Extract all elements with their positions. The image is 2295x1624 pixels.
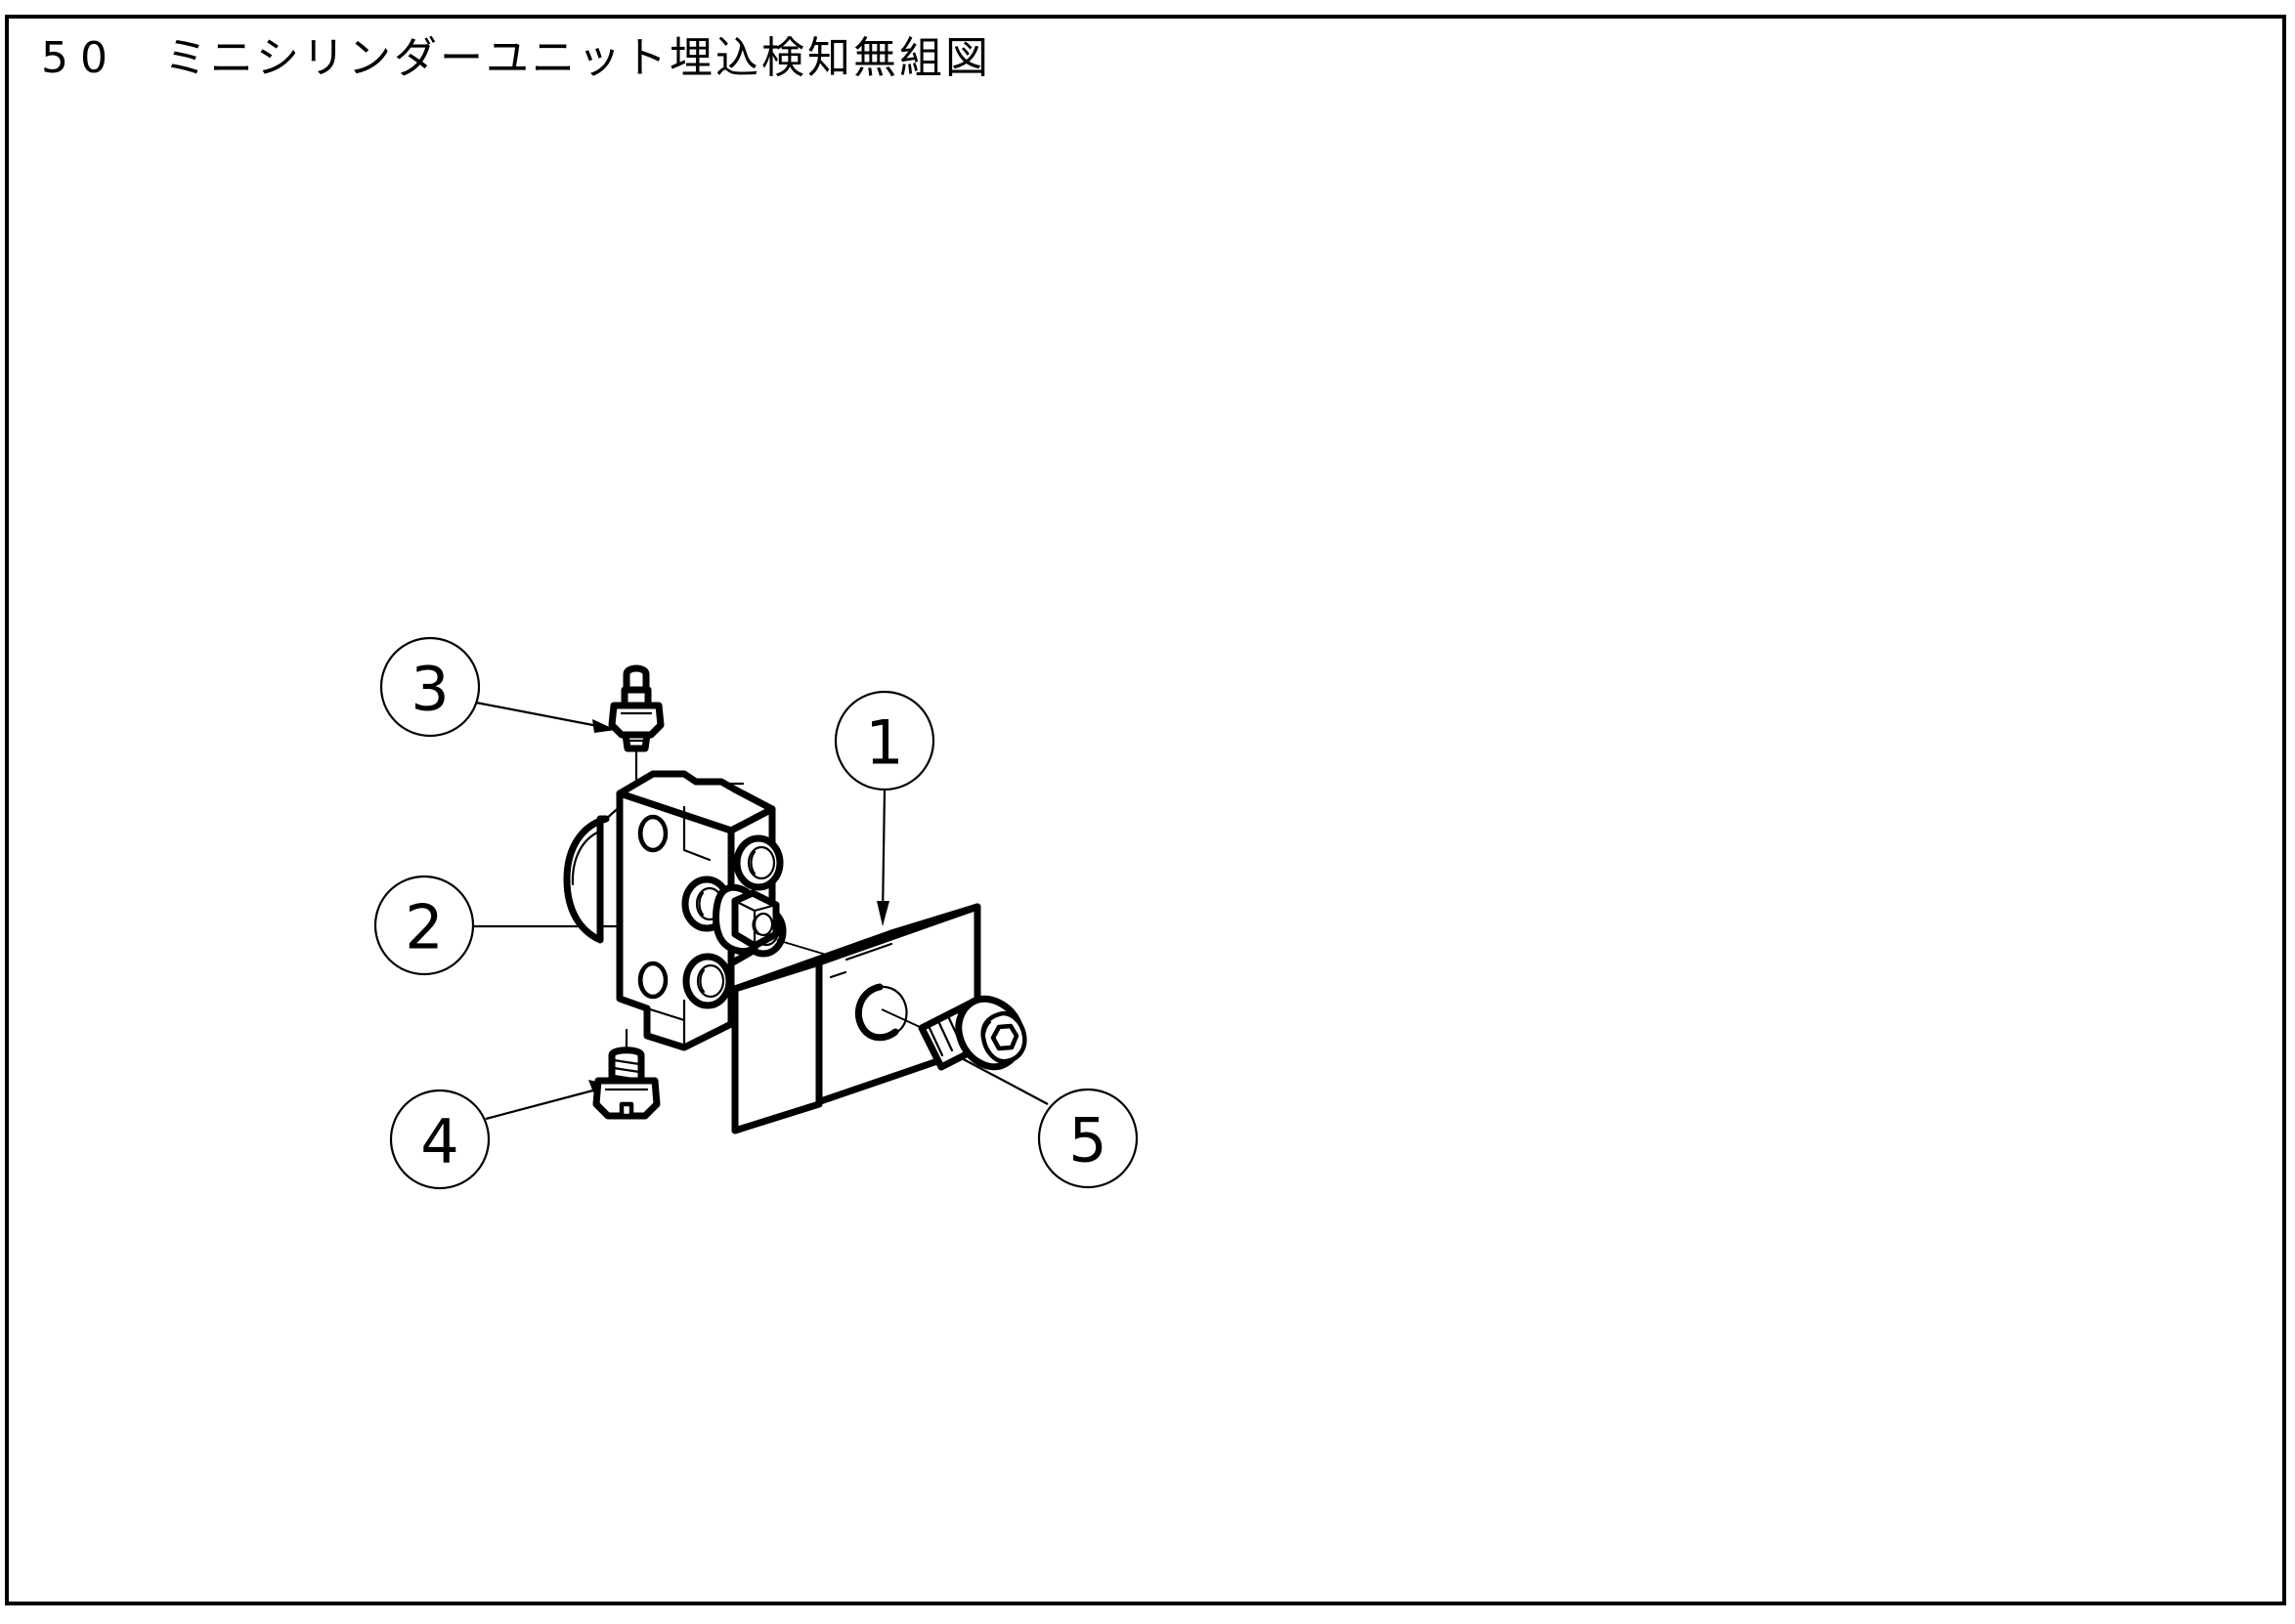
part-threaded-plug [592, 1028, 661, 1120]
part-grease-nipple [608, 664, 665, 788]
plate-through-hole [854, 983, 899, 1042]
plug-head-notch [619, 1101, 634, 1119]
page-title: ミニシリンダーユニット埋込検知無組図 [164, 33, 991, 83]
housing-rear-edge [733, 788, 774, 811]
part-mounting-plate [731, 903, 981, 1134]
callout-balloon-4[interactable]: 4 [389, 1089, 491, 1190]
flange-hole-upper [637, 814, 669, 853]
leader-arrow-1 [877, 901, 889, 926]
part-socket-head-cap-screw [918, 995, 1027, 1071]
flange-step-upper [682, 805, 712, 862]
leader-line-3 [475, 701, 609, 730]
socket-bolt-head-lower-left [682, 953, 733, 1009]
cylinder-barrel [563, 815, 610, 944]
leader-arrow-3 [592, 719, 616, 733]
plug-thread-1 [612, 1058, 641, 1066]
socket-bolt-head-upper-right [733, 834, 784, 891]
balloon-label-4: 4 [420, 1106, 458, 1177]
balloon-circle-4[interactable] [389, 1089, 491, 1190]
plate-left-face [731, 959, 823, 1134]
plate-through-hole-back [878, 985, 908, 1034]
balloon-label-2: 2 [405, 892, 443, 963]
plug-thread-2 [612, 1066, 641, 1074]
balloon-label-1: 1 [865, 707, 903, 779]
housing-right-top-edge [729, 807, 774, 833]
balloon-circle-2[interactable] [373, 875, 475, 976]
plate-crease-b [844, 942, 893, 962]
balloon-label-5: 5 [1068, 1105, 1106, 1176]
balloon-circle-5[interactable] [1037, 1088, 1139, 1189]
balloon-circle-1[interactable] [834, 690, 935, 791]
balloon-label-3: 3 [411, 654, 449, 725]
center-hex-boss [713, 883, 780, 955]
sheet-border [5, 15, 2286, 1605]
leader-line-4 [485, 1086, 605, 1121]
flange-hole-upper-shade [640, 822, 648, 848]
part-mini-cylinder-unit-body [563, 770, 844, 1051]
cylinder-barrel-crease [571, 831, 599, 886]
callout-balloon-1[interactable]: 1 [834, 690, 935, 791]
balloon-circle-3[interactable] [379, 636, 481, 738]
flange-notch-edge [645, 1006, 686, 1022]
plate-crease-a [829, 970, 847, 979]
grease-nipple-hex [608, 702, 665, 739]
leader-line-1 [881, 789, 887, 918]
flange-hole-lower-shade [640, 968, 648, 995]
screw-hex-socket [990, 1023, 1019, 1051]
flange-hole-lower [637, 961, 669, 1000]
screw-head-shade [982, 1020, 995, 1057]
callout-balloon-5[interactable]: 5 [1037, 1088, 1139, 1189]
callout-balloons: 1 2 3 4 5 [373, 636, 1139, 1190]
sheet-title-row: 50 ミニシリンダーユニット埋込検知無組図 [41, 37, 991, 80]
callout-balloon-3[interactable]: 3 [379, 636, 481, 738]
callout-balloon-2[interactable]: 2 [373, 875, 475, 976]
sheet-number: 50 [41, 33, 119, 83]
